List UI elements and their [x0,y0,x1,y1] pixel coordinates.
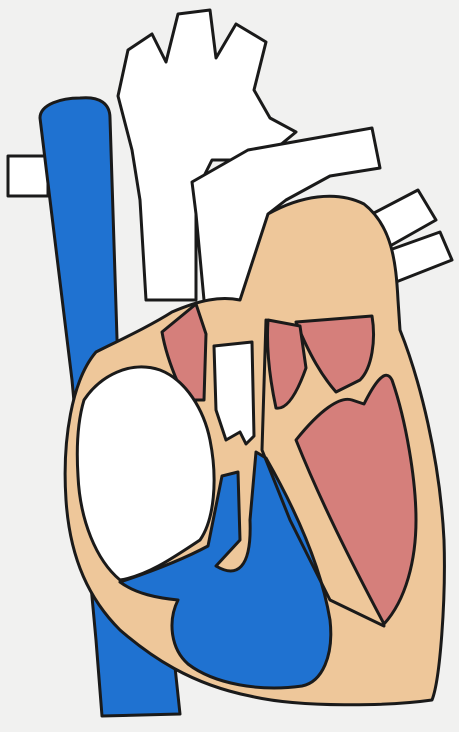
pulmonary-artery-left-branch [8,156,48,196]
